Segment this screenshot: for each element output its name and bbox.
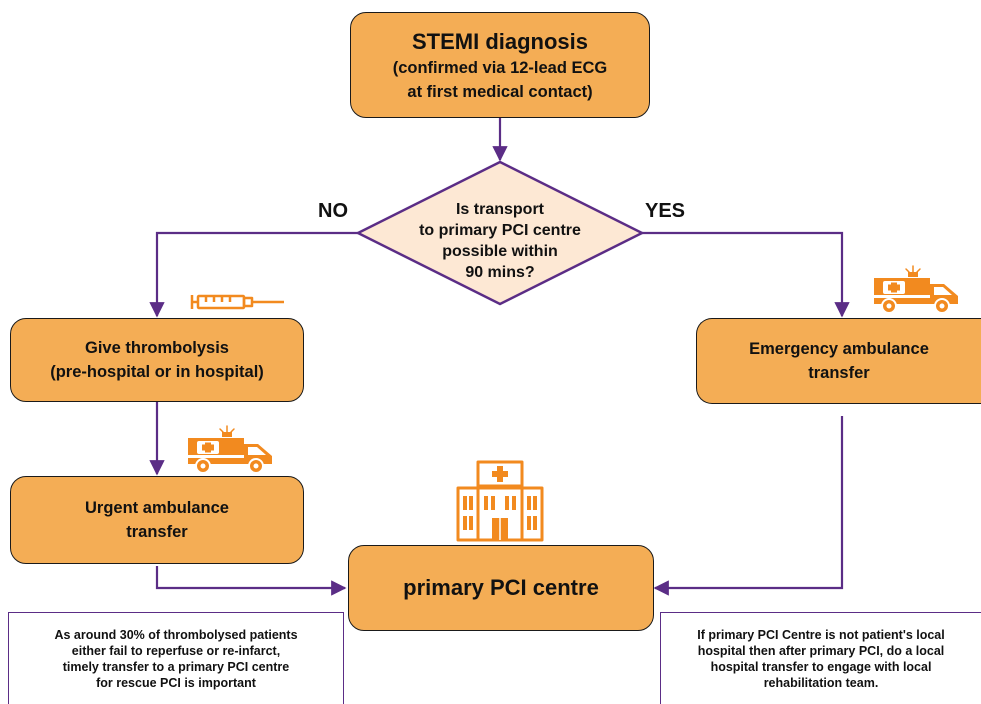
pci-centre-box: primary PCI centre bbox=[348, 545, 654, 631]
emergency-line1: Emergency ambulance bbox=[749, 340, 929, 358]
urgent-transfer-box: Urgent ambulance transfer bbox=[10, 476, 304, 564]
urgent-line2: transfer bbox=[126, 523, 188, 541]
stemi-line2: at first medical contact) bbox=[407, 83, 593, 101]
decision-line3: possible within bbox=[442, 243, 558, 260]
note-right-line4: rehabilitation team. bbox=[763, 676, 879, 690]
stemi-diagnosis-box: STEMI diagnosis (confirmed via 12-lead E… bbox=[350, 12, 650, 118]
note-right-line3: hospital transfer to engage with local bbox=[710, 660, 932, 674]
decision-line4: 90 mins? bbox=[465, 264, 535, 281]
arrow-urgent-to-pci bbox=[155, 566, 347, 596]
ambulance-icon bbox=[188, 425, 272, 474]
hospital-icon bbox=[456, 460, 544, 542]
note-right-line2: hospital then after primary PCI, do a lo… bbox=[697, 644, 945, 658]
thrombolysis-line2: (pre-hospital or in hospital) bbox=[50, 363, 264, 381]
note-right-line1: If primary PCI Centre is not patient's l… bbox=[697, 628, 945, 642]
note-left-line3: timely transfer to a primary PCI centre bbox=[62, 660, 290, 674]
decision-text: Is transport to primary PCI centre possi… bbox=[360, 186, 640, 296]
thrombolysis-line1: Give thrombolysis bbox=[85, 339, 229, 357]
note-right: If primary PCI Centre is not patient's l… bbox=[660, 612, 981, 704]
emergency-transfer-box: Emergency ambulance transfer bbox=[696, 318, 981, 404]
decision-line1: Is transport bbox=[455, 201, 544, 218]
no-label: NO bbox=[318, 200, 348, 222]
note-left-line4: for rescue PCI is important bbox=[96, 676, 256, 690]
note-left-line1: As around 30% of thrombolysed patients bbox=[54, 628, 298, 642]
note-left-line2: either fail to reperfuse or re-infarct, bbox=[71, 644, 281, 658]
pci-centre-label: primary PCI centre bbox=[403, 575, 599, 600]
emergency-line2: transfer bbox=[808, 364, 870, 382]
ambulance-icon bbox=[874, 265, 958, 314]
yes-label: YES bbox=[645, 200, 686, 222]
stemi-line1: (confirmed via 12-lead ECG bbox=[392, 59, 608, 77]
decision-line2: to primary PCI centre bbox=[419, 222, 581, 239]
syringe-icon bbox=[190, 294, 284, 310]
note-left: As around 30% of thrombolysed patients e… bbox=[8, 612, 344, 704]
decision-diamond bbox=[355, 160, 645, 306]
thrombolysis-box: Give thrombolysis (pre-hospital or in ho… bbox=[10, 318, 304, 402]
arrow-no-branch bbox=[149, 231, 358, 318]
arrow-emergency-to-pci bbox=[653, 416, 844, 596]
urgent-line1: Urgent ambulance bbox=[85, 499, 229, 517]
stemi-title: STEMI diagnosis bbox=[411, 29, 589, 54]
arrow-yes-branch bbox=[642, 231, 850, 318]
